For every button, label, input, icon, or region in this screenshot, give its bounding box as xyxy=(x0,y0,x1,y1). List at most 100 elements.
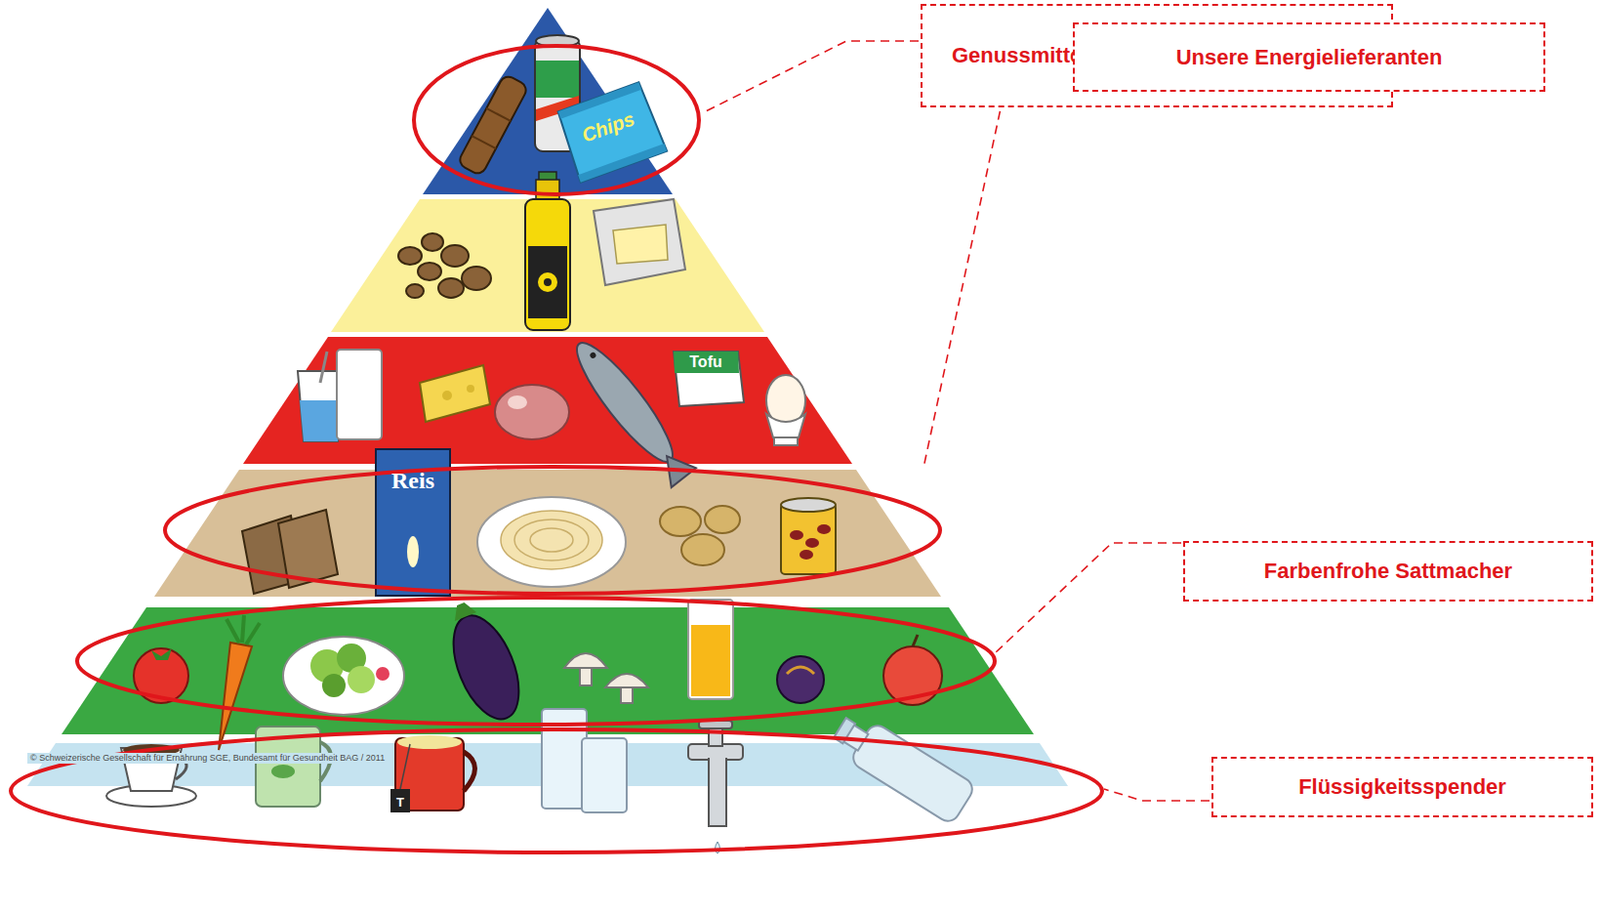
chocolate-bar xyxy=(456,74,530,177)
highlight-ellipses xyxy=(10,45,1103,853)
callout-text: Farbenfrohe Sattmacher xyxy=(1200,557,1576,585)
callout-box: Unsere Energielieferanten xyxy=(1072,22,1546,92)
water-tap xyxy=(688,720,743,854)
egg-part xyxy=(774,437,798,446)
chocolate-bar-part xyxy=(486,108,511,122)
butter-part xyxy=(613,224,668,264)
callout-box: Farbenfrohe Sattmacher xyxy=(1183,540,1594,602)
plum xyxy=(777,656,824,703)
cheese-part xyxy=(442,390,452,401)
butter xyxy=(593,199,686,286)
oil-bottle-part xyxy=(535,179,560,202)
plum-part xyxy=(786,666,815,674)
yogurt-cup-part xyxy=(320,351,328,383)
salad-plate-part xyxy=(375,666,390,681)
tea-mug-part xyxy=(463,751,476,791)
juice-glass-part xyxy=(688,599,734,699)
potatoes-part xyxy=(704,505,740,534)
carrot-part xyxy=(226,615,260,645)
leader-lines-part xyxy=(994,542,1182,654)
leader-lines-part xyxy=(1104,788,1210,801)
salad-plate-part xyxy=(322,673,346,698)
highlight-ellipses-part xyxy=(77,597,995,725)
water-bottle-part xyxy=(849,721,978,825)
tea-tag-letter: T xyxy=(396,795,405,809)
oil-bottle-part xyxy=(543,278,552,287)
meat xyxy=(494,384,570,440)
nuts xyxy=(398,233,492,298)
nuts-part xyxy=(441,245,469,267)
mushrooms xyxy=(564,653,649,703)
bean-can-part xyxy=(817,524,831,534)
butter-part xyxy=(593,199,686,286)
nuts-part xyxy=(421,233,444,251)
nuts-part xyxy=(461,266,492,290)
pyramid-bands-part xyxy=(243,336,853,464)
eggplant xyxy=(435,593,533,729)
juice-glass xyxy=(688,599,734,699)
bean-can xyxy=(780,497,836,575)
pasta-plate xyxy=(477,496,626,587)
oil-bottle-part xyxy=(525,199,571,330)
pasta-plate-part xyxy=(514,519,589,561)
pasta-plate-part xyxy=(500,510,603,570)
pyramid-bands xyxy=(27,7,1068,786)
oil-bottle-part xyxy=(537,272,558,292)
eggplant-part xyxy=(440,606,533,729)
bean-can-part xyxy=(799,549,814,560)
mushrooms-part xyxy=(620,687,633,703)
water-bottle xyxy=(827,707,978,825)
carrot-part xyxy=(218,642,252,750)
callout-text: Unsere Energielieferanten xyxy=(1090,43,1528,72)
nuts-part xyxy=(417,262,442,281)
package-text: Reis xyxy=(391,468,435,493)
meat-part xyxy=(507,395,528,410)
nuts-part xyxy=(438,278,464,298)
water-glasses-part xyxy=(581,738,627,813)
meat-part xyxy=(494,384,570,440)
chips-bag-part xyxy=(555,81,667,183)
chips-bag xyxy=(555,81,667,183)
apple-part xyxy=(912,634,918,647)
chocolate-bar-part xyxy=(471,135,496,149)
rice-box-part xyxy=(407,535,419,568)
package-text: Chips xyxy=(578,108,637,146)
mushrooms-part xyxy=(564,653,608,668)
nuts-part xyxy=(406,284,424,298)
milk-glass xyxy=(336,349,382,440)
highlight-ellipses-part xyxy=(164,466,941,594)
callout-text: Flüssigkeitsspender xyxy=(1229,773,1576,801)
callout-box: Flüssigkeitsspender xyxy=(1211,756,1594,818)
leader-lines-part xyxy=(703,41,919,113)
oil-bottle-part xyxy=(528,246,568,319)
tomato-part xyxy=(151,648,172,660)
tofu-box-part xyxy=(673,351,744,407)
cheese-part xyxy=(419,365,491,422)
leader-lines xyxy=(703,17,1210,801)
pasta-plate-part xyxy=(477,496,626,587)
cheese-part xyxy=(466,384,475,393)
pyramid-bands-part xyxy=(422,7,673,195)
mushrooms-part xyxy=(605,673,649,688)
cheese xyxy=(419,365,491,422)
plum-part xyxy=(777,656,824,703)
egg-part xyxy=(766,413,806,438)
soda-can-part xyxy=(535,60,579,98)
tea-mug-part xyxy=(400,743,411,789)
salad-plate-part xyxy=(283,636,405,715)
nuts-part xyxy=(398,246,422,265)
bean-can-part xyxy=(780,503,836,575)
tofu-box xyxy=(673,351,744,407)
tea-mug-part xyxy=(390,788,411,813)
potatoes-part xyxy=(659,506,701,536)
bean-can-part xyxy=(789,530,804,540)
eggplant-part xyxy=(450,599,477,621)
tea-mug xyxy=(390,735,476,813)
milk-glass-part xyxy=(336,349,382,440)
tofu-box-part xyxy=(673,351,739,373)
mushrooms-part xyxy=(579,667,592,686)
pasta-plate-part xyxy=(530,528,574,552)
tea-mug-part xyxy=(397,735,462,749)
fish-part xyxy=(565,332,685,472)
